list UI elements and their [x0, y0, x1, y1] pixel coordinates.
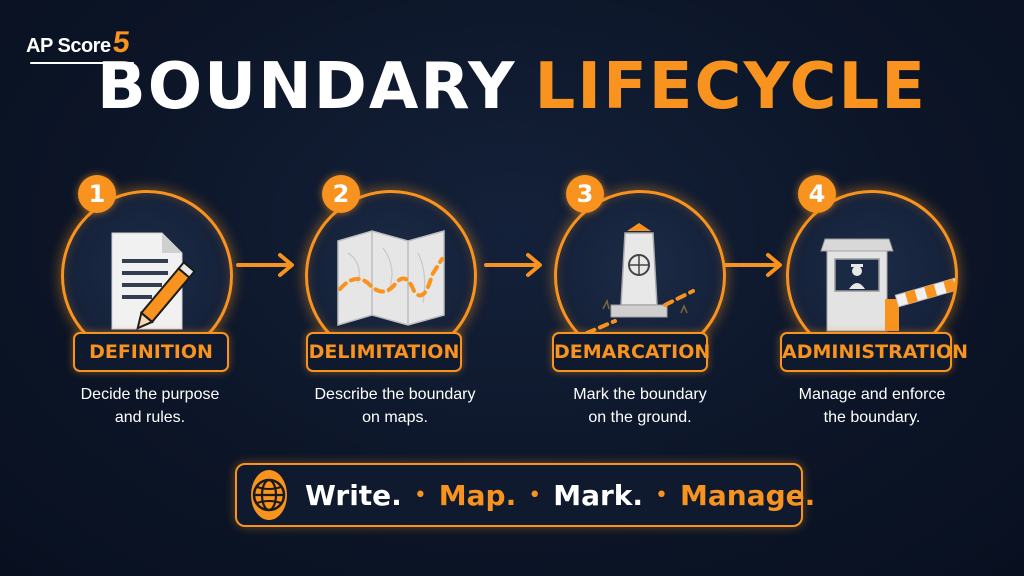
arrow-right-icon: [724, 253, 782, 277]
step-description-line: Describe the boundary: [314, 386, 476, 403]
step-label: DEMARCATION: [552, 332, 710, 372]
step-number-badge: 2: [322, 175, 360, 213]
step-description-line: the boundary.: [823, 409, 921, 426]
tagline-word: Mark.: [553, 478, 644, 512]
step-number-badge: 1: [78, 175, 116, 213]
step-description-line: on the ground.: [588, 409, 692, 426]
tagline-word: Manage.: [680, 478, 816, 512]
arrow-right-icon: [236, 253, 294, 277]
title-part2: LIFECYCLE: [534, 50, 928, 124]
document-pencil-icon: [111, 232, 196, 330]
step-description-line: Mark the boundary: [573, 386, 707, 403]
step-description-line: Decide the purpose: [80, 386, 220, 403]
tagline-separator: •: [413, 482, 427, 508]
title-part1: BOUNDARY: [96, 50, 517, 124]
step-definition: 1 DEFINITION Decide the purpose and rule…: [61, 175, 288, 435]
brand-name: AP Score: [26, 35, 111, 57]
logo-underline: [30, 62, 134, 64]
step-description-line: and rules.: [114, 409, 186, 426]
tagline-word: Map.: [438, 478, 517, 512]
step-number-badge: 3: [566, 175, 604, 213]
step-description-line: on maps.: [362, 409, 428, 426]
tagline-word: Write.: [305, 478, 402, 512]
tagline-separator: •: [528, 482, 542, 508]
step-administration: 4 ADMINISTRATION Manage and enforce the …: [780, 175, 1018, 435]
step-demarcation: 3 DEMARCATION Mark the boundary on the g…: [552, 175, 786, 435]
tagline-banner: Write. • Map. • Mark. • Manage.: [235, 463, 815, 527]
arrow-right-icon: [484, 253, 542, 277]
border-checkpoint-icon: [820, 238, 955, 332]
step-description-line: Manage and enforce: [798, 386, 946, 403]
step-delimitation: 2 DELIMITATION Describe the boundary on …: [305, 175, 538, 435]
step-description: Manage and enforce the boundary.: [790, 383, 954, 429]
step-label: DEFINITION: [73, 332, 229, 372]
step-description: Mark the boundary on the ground.: [558, 383, 722, 429]
step-label: DELIMITATION: [306, 332, 462, 372]
step-description: Describe the boundary on maps.: [302, 383, 488, 429]
step-label: ADMINISTRATION: [780, 332, 968, 372]
globe-icon: [251, 470, 287, 520]
step-number-badge: 4: [798, 175, 836, 213]
step-description: Decide the purpose and rules.: [68, 383, 232, 429]
boundary-pillar-icon: [585, 223, 695, 335]
tagline-separator: •: [655, 482, 669, 508]
folded-map-icon: [337, 230, 445, 327]
